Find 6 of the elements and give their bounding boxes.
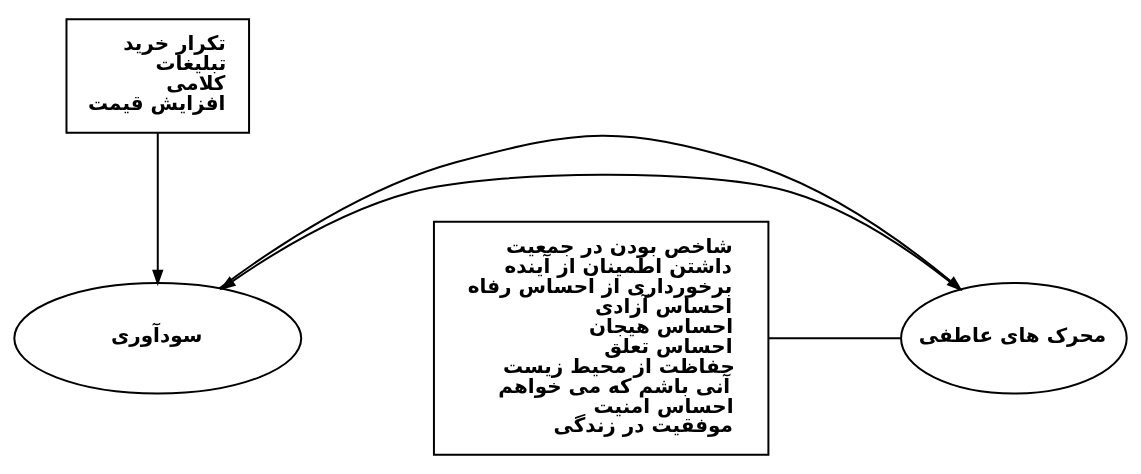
- node-ellipse: سودآوری: [13, 282, 303, 395]
- connector: [767, 337, 902, 340]
- arrow: [152, 132, 164, 286]
- node-box: تکرار خرید تبلیغات کلامی افزایش قیمت: [65, 18, 251, 134]
- node-ellipse: محرک های عاطفی: [900, 282, 1128, 395]
- node-box: شاخص بودن در جمعیت داشتن اطمینان از آینده برخورداری از احساس رفاه احساس آزادی احساس هیجان احساس تعلق حفاظت از محیط زیست آنی باشم که می خواهم احساس امنیت موفقیت در زندگی: [432, 220, 770, 456]
